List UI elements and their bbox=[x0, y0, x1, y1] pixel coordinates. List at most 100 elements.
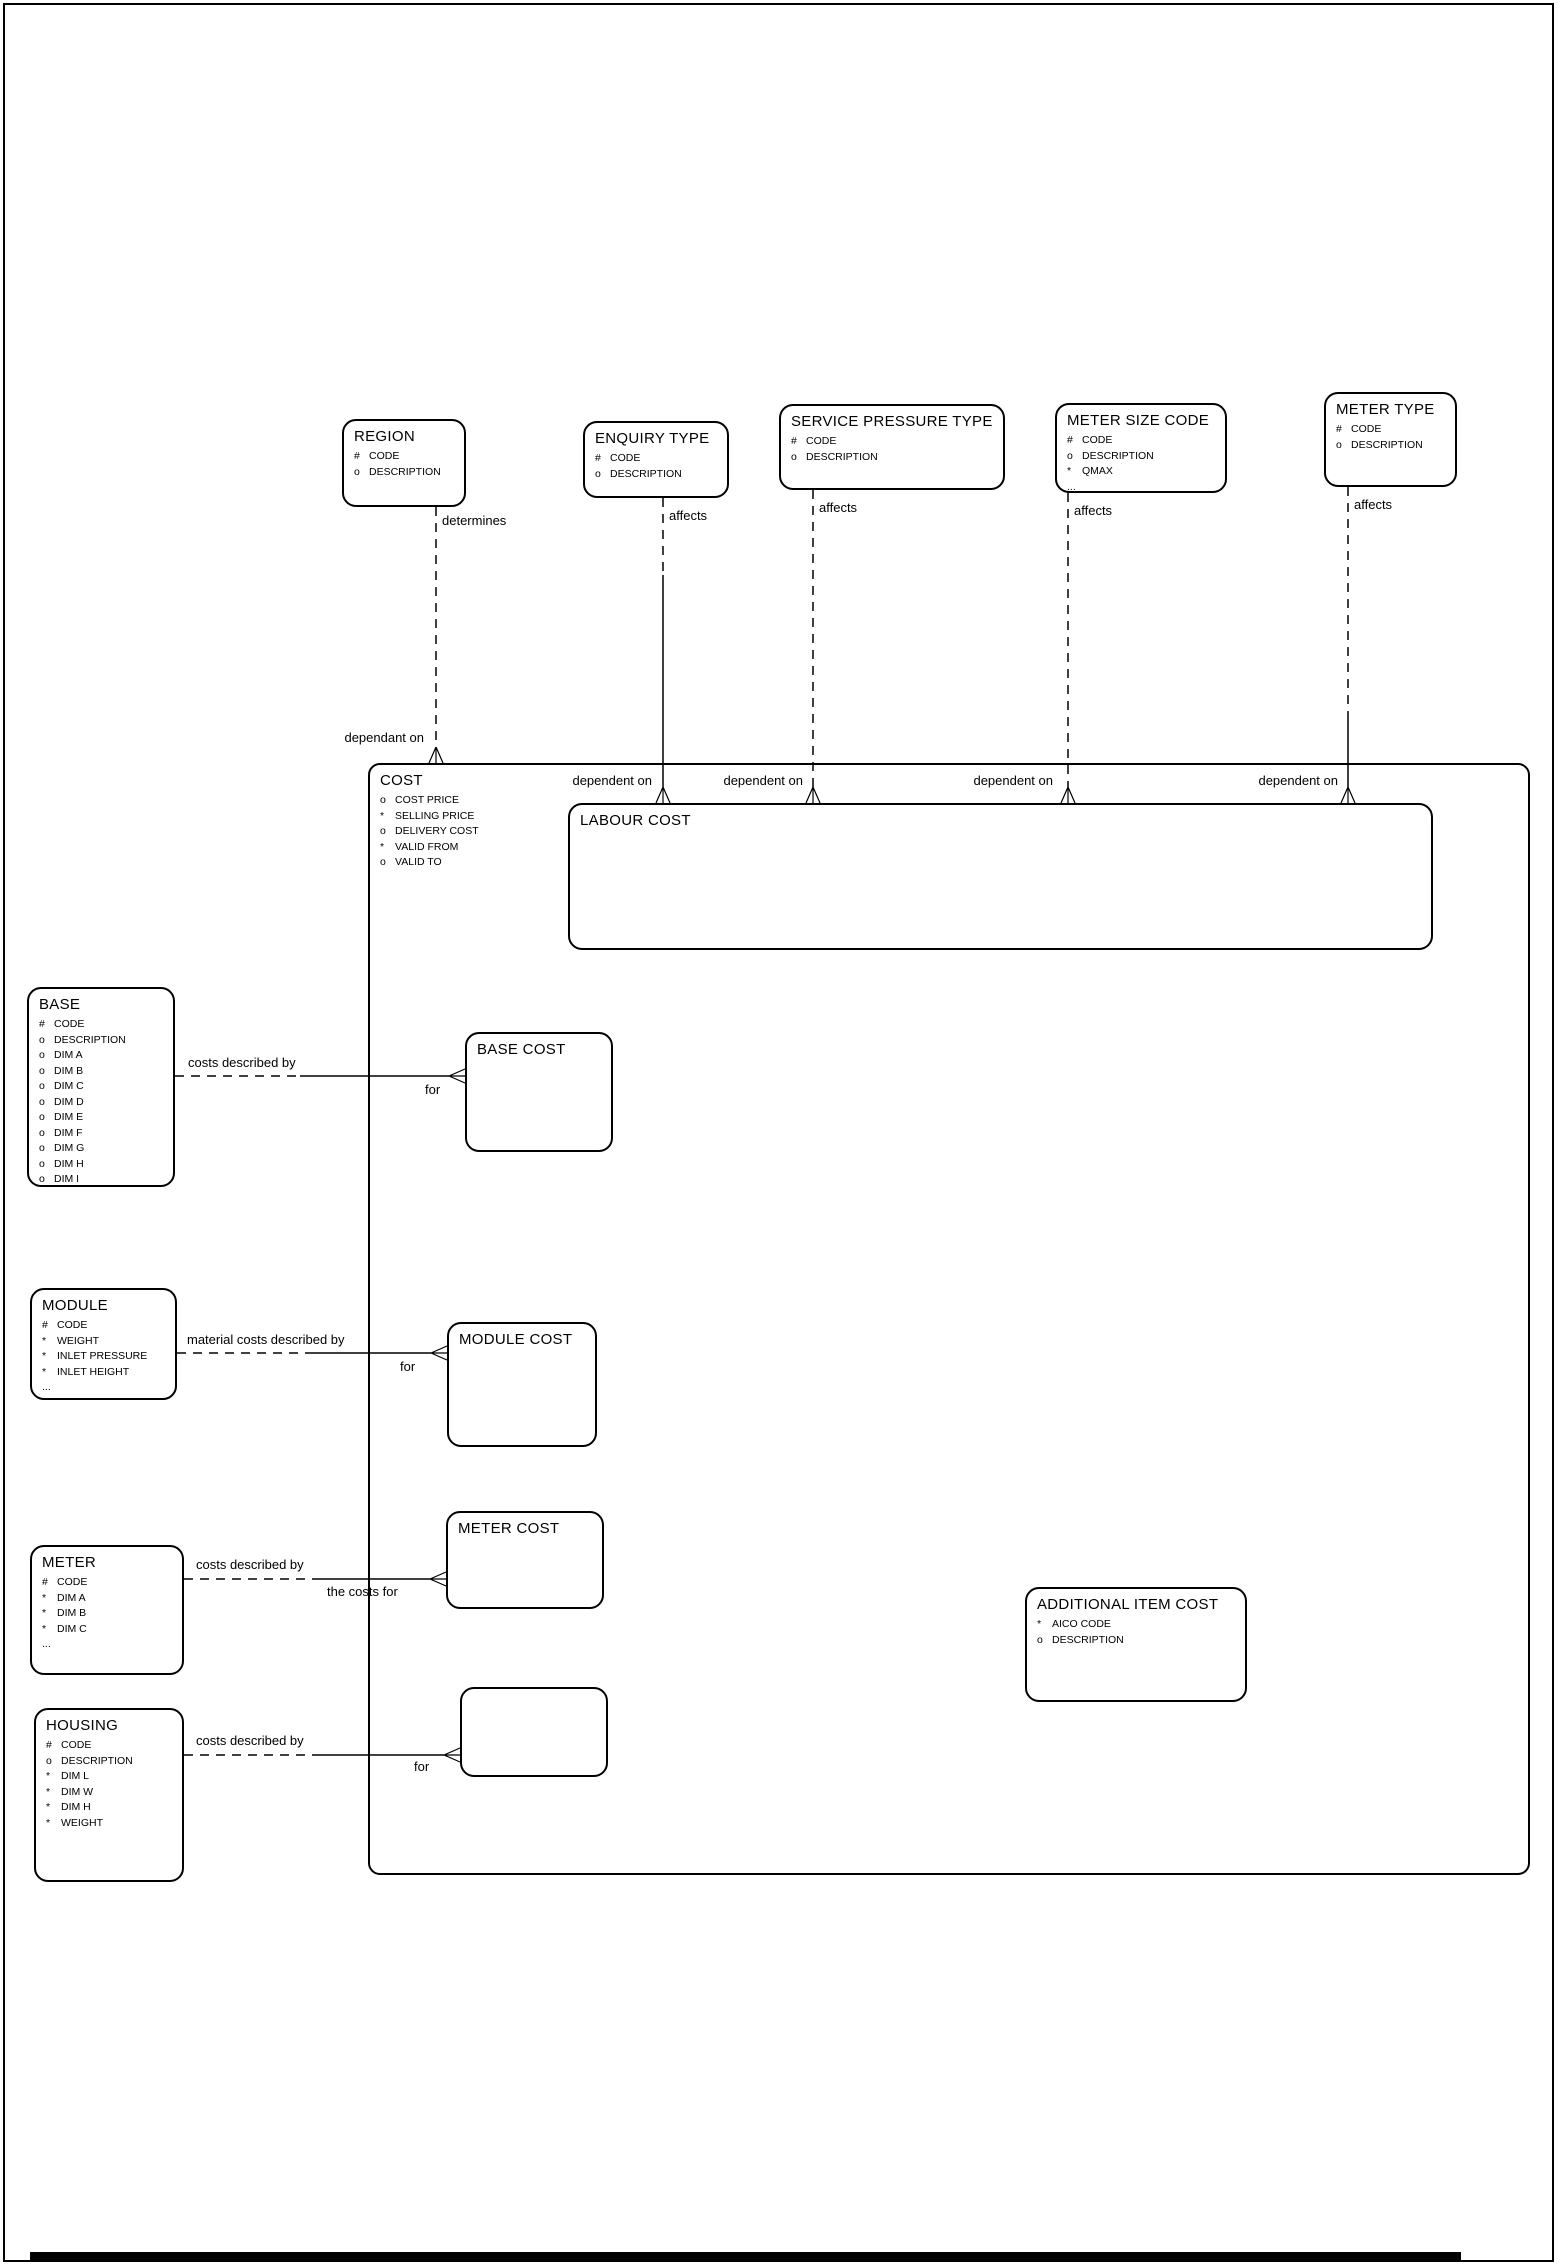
relationship-service-pressure-type-labour-cost bbox=[805, 490, 821, 804]
entity-meter: METER #CODE *DIM A *DIM B *DIM C... bbox=[30, 1545, 184, 1675]
attribute-row: *VALID FROM bbox=[380, 840, 459, 853]
attribute-row: *QMAX bbox=[1067, 465, 1113, 477]
attribute-row: *DIM L bbox=[46, 1770, 90, 1782]
entity-base-cost: BASE COST bbox=[465, 1032, 613, 1152]
attribute-row: #CODE bbox=[1067, 434, 1113, 446]
relationship-label-the-costs-for: the costs for bbox=[327, 1584, 398, 1599]
attribute-row: *DIM H bbox=[46, 1801, 91, 1813]
attribute-row: *INLET HEIGHT bbox=[42, 1365, 130, 1378]
entity-title: HOUSING bbox=[46, 1717, 119, 1734]
attribute-row: #CODE bbox=[1336, 423, 1382, 435]
entity-title: LABOUR COST bbox=[580, 812, 691, 829]
entity-module: MODULE #CODE*WEIGHT*INLET PRESSURE*INLET… bbox=[30, 1288, 177, 1400]
attribute-row: *WEIGHT bbox=[46, 1816, 103, 1829]
attribute-row: #CODE bbox=[39, 1018, 85, 1030]
entity-title: BASE COST bbox=[477, 1041, 566, 1058]
entity-title: REGION bbox=[354, 428, 415, 445]
relationship-label-dependent-on-4: dependent on bbox=[1258, 773, 1338, 788]
entity-title: BASE bbox=[39, 996, 81, 1013]
relationship-region-cost bbox=[428, 507, 444, 764]
entity-title: ENQUIRY TYPE bbox=[595, 430, 710, 447]
entity-meter-cost: METER COST bbox=[446, 1511, 604, 1609]
relationship-label-material-costs-described-by: material costs described by bbox=[187, 1332, 345, 1347]
relationship-label-dependent-on-1: dependent on bbox=[572, 773, 652, 788]
relationship-label-for-base: for bbox=[425, 1082, 441, 1097]
attribute-row: ... bbox=[42, 1638, 51, 1650]
attribute-row: #CODE bbox=[46, 1739, 92, 1751]
relationship-label-affects-service-pressure: affects bbox=[819, 500, 858, 515]
attribute-row: #CODE bbox=[42, 1576, 88, 1588]
entity-title: METER bbox=[42, 1554, 96, 1571]
attribute-row: #CODE bbox=[791, 435, 837, 447]
entity-housing-cost bbox=[460, 1687, 608, 1777]
relationship-label-costs-described-by-base: costs described by bbox=[188, 1055, 296, 1070]
relationship-label-dependent-on-2: dependent on bbox=[723, 773, 803, 788]
attribute-row: #CODE bbox=[595, 452, 641, 464]
relationship-label-for-housing: for bbox=[414, 1759, 430, 1774]
attribute-row: *DIM A bbox=[42, 1591, 86, 1604]
attribute-row: #CODE bbox=[354, 450, 400, 462]
relationship-label-dependant-on: dependant on bbox=[344, 730, 424, 745]
relationship-label-affects-meter-type: affects bbox=[1354, 497, 1393, 512]
page-bottom-bar bbox=[30, 2252, 1461, 2262]
relationship-meter-size-code-labour-cost bbox=[1060, 493, 1076, 804]
attribute-row: ... bbox=[42, 1381, 51, 1393]
relationship-label-affects-meter-size: affects bbox=[1074, 503, 1113, 518]
relationship-label-determines: determines bbox=[442, 513, 507, 528]
entity-title: ADDITIONAL ITEM COST bbox=[1037, 1596, 1219, 1613]
entity-title: METER COST bbox=[458, 1520, 560, 1537]
attribute-row: *DIM B bbox=[42, 1607, 87, 1619]
attribute-row: #CODE bbox=[42, 1319, 88, 1331]
relationship-enquiry-type-labour-cost bbox=[655, 498, 671, 804]
relationship-label-costs-described-by-housing: costs described by bbox=[196, 1733, 304, 1748]
relationship-label-dependent-on-3: dependent on bbox=[973, 773, 1053, 788]
entity-title: METER TYPE bbox=[1336, 401, 1435, 418]
attribute-row: *AICO CODE bbox=[1037, 1618, 1111, 1630]
entity-labour-cost: LABOUR COST bbox=[568, 803, 1433, 950]
entity-title: SERVICE PRESSURE TYPE bbox=[791, 413, 993, 430]
attribute-list: #CODE*WEIGHT*INLET PRESSURE*INLET HEIGHT… bbox=[42, 1318, 166, 1396]
attribute-list: #CODE *DIM A *DIM B *DIM C... bbox=[42, 1575, 173, 1653]
relationship-label-for-module: for bbox=[400, 1359, 416, 1374]
attribute-row: *DIM C bbox=[42, 1622, 87, 1635]
entity-title: METER SIZE CODE bbox=[1067, 412, 1210, 429]
entity-module-cost: MODULE COST bbox=[447, 1322, 597, 1447]
relationship-label-affects-enquiry: affects bbox=[669, 508, 708, 523]
entity-title: MODULE COST bbox=[459, 1331, 573, 1348]
attribute-row: *DIM W bbox=[46, 1785, 94, 1798]
entity-title: MODULE bbox=[42, 1297, 108, 1314]
